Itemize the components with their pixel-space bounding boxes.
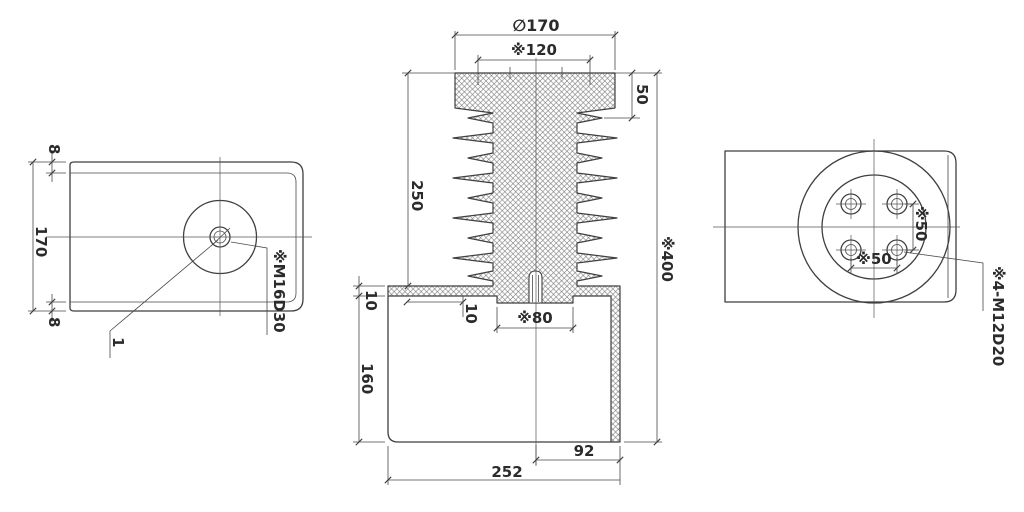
dim-cap-diameter: ∅170 xyxy=(512,16,559,35)
dim-hole-pitch-vertical: ※50 xyxy=(912,206,930,241)
side-view: ※50 ※50 ※4-M12D20 xyxy=(713,139,1007,366)
top-view: 8 170 8 ※M16D30 1 xyxy=(28,144,312,358)
dim-hole-pitch-horizontal: ※50 xyxy=(856,250,891,268)
dim-offset-right: 92 xyxy=(574,442,595,460)
dim-cap-height: 50 xyxy=(633,84,651,105)
cap-top-marks xyxy=(509,67,563,79)
dim-core-width: ※120 xyxy=(511,41,557,59)
dim-box-height: 160 xyxy=(358,363,376,394)
top-view-dim-ticks xyxy=(29,158,56,315)
front-view-dim-ticks xyxy=(355,31,661,484)
side-view-dimension-lines xyxy=(851,204,914,269)
dim-total-height: ※400 xyxy=(658,236,676,282)
bolt-label-leader xyxy=(903,251,984,311)
front-view: ∅170 ※120 50 ※400 250 10 10 ※80 160 92 2… xyxy=(353,16,676,485)
dim-shed-section: 250 xyxy=(408,180,426,211)
balloon-number: 1 xyxy=(109,337,127,347)
dim-core-bottom: ※80 xyxy=(517,309,552,327)
dim-flange-thickness: 10 xyxy=(362,290,380,311)
top-view-body-outline xyxy=(69,161,304,312)
top-view-extension-lines xyxy=(28,161,66,312)
side-view-body-outline xyxy=(724,150,957,303)
bottom-insert xyxy=(528,270,543,304)
front-view-extension-lines xyxy=(353,31,662,485)
thread-label-leader xyxy=(230,241,268,335)
bottom-insert-thread-lines xyxy=(532,275,539,302)
side-view-dim-ticks xyxy=(847,200,917,272)
side-view-extension-lines xyxy=(850,203,919,274)
dim-ledge: 10 xyxy=(462,303,480,324)
top-view-dimension-lines xyxy=(32,150,53,322)
dim-edge-bottom: 8 xyxy=(45,317,63,327)
dim-edge-top: 8 xyxy=(45,144,63,154)
bolt-hole-crosshairs xyxy=(836,189,912,265)
base-box-outline xyxy=(387,296,611,443)
dim-height-170: 170 xyxy=(32,226,50,257)
bolt-holes-label: ※4-M12D20 xyxy=(989,266,1007,366)
dim-box-width: 252 xyxy=(491,463,522,481)
bolt-holes xyxy=(836,189,912,265)
front-view-dimension-lines xyxy=(358,34,658,481)
insulator-section-body xyxy=(387,72,621,443)
balloon-leader xyxy=(109,239,219,358)
top-view-inner-edge xyxy=(70,172,297,303)
thread-label: ※M16D30 xyxy=(270,249,288,333)
